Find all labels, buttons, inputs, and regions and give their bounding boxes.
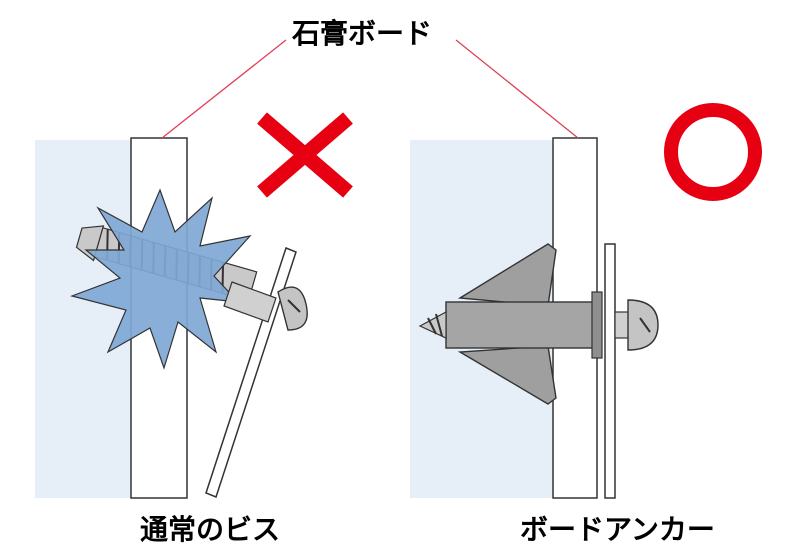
- left-tilted-plate: [205, 247, 297, 498]
- cross-mark-icon: [257, 112, 353, 198]
- leader-line-right: [455, 39, 579, 139]
- left-crack-burst: [70, 188, 252, 370]
- board-anchor-label: ボードアンカー: [520, 513, 715, 546]
- left-wall-background: [35, 140, 135, 498]
- circle-mark-icon: [664, 103, 762, 201]
- right-screw-tip: [418, 310, 447, 339]
- right-screw-head: [614, 299, 659, 351]
- left-panel: [35, 112, 353, 499]
- gypsum-board-label: 石膏ボード: [292, 17, 433, 50]
- left-screw-head: [223, 281, 308, 331]
- leader-line-left: [161, 39, 287, 139]
- right-panel: [410, 103, 762, 499]
- right-fixture-plate: [604, 243, 616, 499]
- normal-screw-label: 通常のビス: [140, 513, 281, 546]
